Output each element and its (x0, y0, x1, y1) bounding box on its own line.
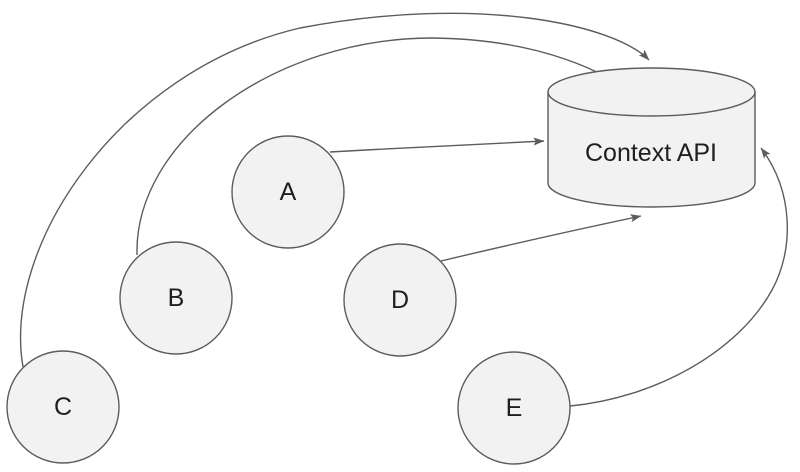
context-api-label: Context API (585, 139, 717, 167)
edge-c-to-context-api (19, 12, 650, 368)
node-b[interactable]: B (119, 241, 233, 355)
node-c[interactable]: C (6, 350, 120, 464)
node-a[interactable]: A (231, 135, 345, 249)
node-d-label: D (391, 286, 409, 314)
node-c-label: C (54, 393, 72, 421)
edge-d-to-context-api (440, 214, 642, 262)
node-b-label: B (168, 284, 185, 312)
node-d[interactable]: D (343, 243, 457, 357)
edge-e-to-context-api (569, 147, 789, 407)
node-e[interactable]: E (457, 351, 571, 465)
node-d-circle[interactable] (343, 243, 457, 357)
node-context-api[interactable]: Context API (547, 67, 756, 208)
context-api-cylinder[interactable] (547, 67, 756, 208)
node-a-circle[interactable] (231, 135, 345, 249)
edge-a-to-context-api (329, 137, 545, 153)
node-e-label: E (506, 394, 523, 422)
edges-layer (19, 12, 789, 407)
node-c-circle[interactable] (6, 350, 120, 464)
context-api-cylinder-rim (547, 91, 756, 117)
node-e-circle[interactable] (457, 351, 571, 465)
node-b-circle[interactable] (119, 241, 233, 355)
node-a-label: A (280, 178, 297, 206)
edge-b-to-context-api (136, 37, 649, 256)
